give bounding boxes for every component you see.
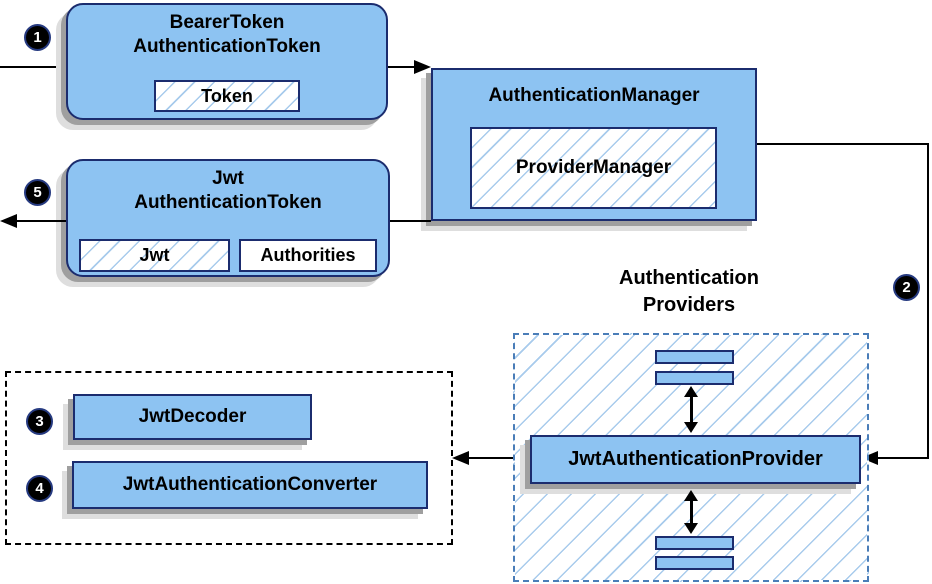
jwt-inner-box: Jwt [79,239,230,272]
step-2-badge: 2 [893,274,920,301]
authentication-providers-heading: Authentication Providers [554,265,824,319]
providers-heading-line1: Authentication [619,267,759,289]
flow-line-response-out [12,220,66,222]
step-4-badge: 4 [26,475,53,502]
provider-placeholder-bar-top-1 [655,350,734,364]
authorities-inner-box: Authorities [239,239,377,272]
jwt-token-title-line1: Jwt [212,168,244,189]
flow-line-manager-right [757,143,929,145]
arrowhead-into-decoder-group [452,451,469,465]
decoder-converter-group [5,371,453,545]
double-arrow-bottom-down-head [684,523,698,534]
arrowhead-into-manager [414,60,431,74]
double-arrow-top-down-head [684,422,698,433]
flow-line-right-vertical [927,143,929,459]
step-1-badge: 1 [24,24,51,51]
flow-line-into-provider [877,457,929,459]
flow-line-bearer-to-manager [388,66,415,68]
jwt-authentication-token-node: Jwt AuthenticationToken Jwt Authorities [66,159,390,277]
provider-placeholder-bar-bottom-2 [655,556,734,570]
flow-line-provider-to-decoder [467,457,513,459]
step-5-badge: 5 [24,179,51,206]
jwt-authentication-converter-node: JwtAuthenticationConverter [72,461,428,509]
provider-manager-inner-box: ProviderManager [470,127,717,209]
provider-placeholder-bar-top-2 [655,371,734,385]
bearer-token-title-line1: BearerToken [169,12,285,33]
step-3-badge: 3 [26,408,53,435]
authentication-manager-node: AuthenticationManager ProviderManager [431,68,757,221]
double-arrow-top-up-head [684,386,698,397]
bearer-token-title-line2: AuthenticationToken [133,36,321,57]
flow-line-request-in [0,66,66,68]
authentication-manager-title: AuthenticationManager [488,85,700,106]
jwt-authentication-provider-node: JwtAuthenticationProvider [530,435,861,484]
authentication-providers-group: JwtAuthenticationProvider [513,333,869,582]
arrowhead-out-left [0,214,17,228]
double-arrow-bottom-line [690,499,693,525]
bearer-token-authentication-token-node: BearerToken AuthenticationToken Token [66,3,388,120]
jwt-token-title-line2: AuthenticationToken [134,192,322,213]
flow-line-manager-to-jwt [390,220,431,222]
double-arrow-top-line [690,395,693,425]
providers-heading-line2: Providers [642,294,736,316]
double-arrow-bottom-up-head [684,490,698,501]
provider-placeholder-bar-bottom-1 [655,536,734,550]
token-inner-box: Token [154,80,300,112]
jwt-decoder-node: JwtDecoder [73,394,312,440]
